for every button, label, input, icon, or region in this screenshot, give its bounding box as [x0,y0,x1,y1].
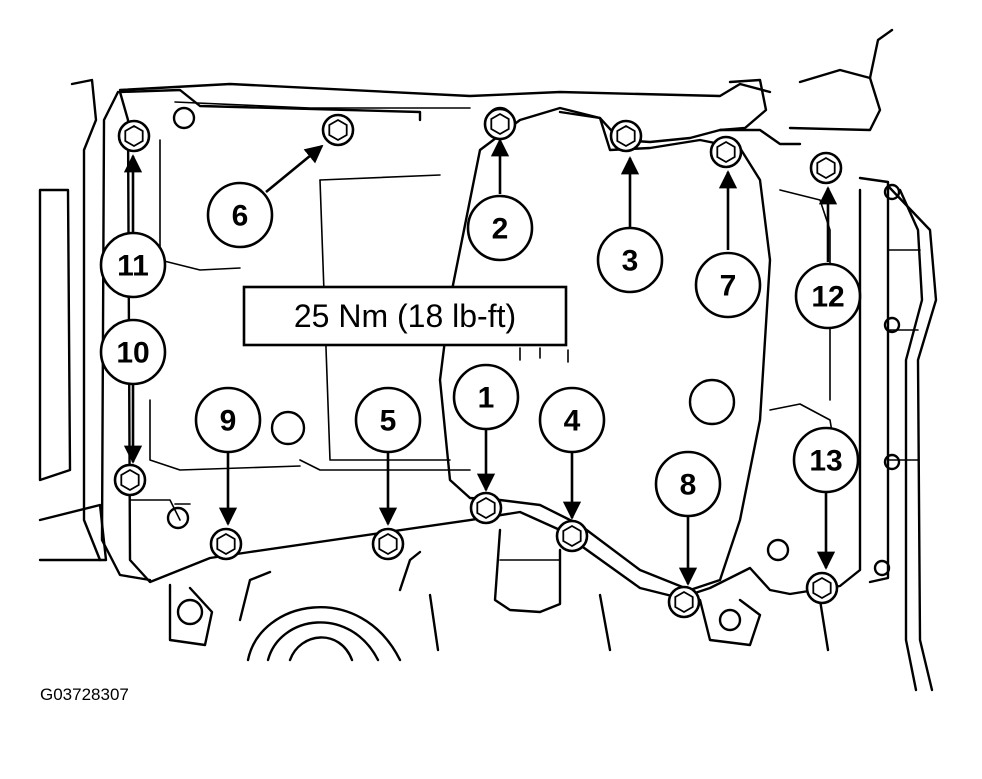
callout-number: 8 [680,469,697,502]
bolt-6 [321,113,355,147]
callout-3: 3 [596,226,664,294]
torque-spec-label: 25 Nm (18 lb-ft) [294,298,516,334]
callout-number: 2 [492,213,509,246]
figure-reference-code: G03728307 [40,685,129,704]
callout-number: 7 [720,270,737,303]
callout-number: 9 [220,405,237,438]
callout-number: 11 [117,250,149,283]
callout-12: 12 [794,262,862,330]
leader-arrows [123,138,838,586]
bolt-1 [469,491,503,525]
callout-8: 8 [654,450,722,518]
bolt-4 [555,519,589,553]
callout-5: 5 [354,386,422,454]
bolt-7 [709,135,743,169]
callout-number: 5 [380,405,397,438]
bolt-3 [609,119,643,153]
callout-number: 12 [811,281,844,314]
callout-10: 10 [99,318,167,386]
callout-number: 1 [478,382,495,415]
torque-spec-box: 25 Nm (18 lb-ft) [242,285,568,347]
bolt-13 [805,571,839,605]
bolt-5 [371,527,405,561]
bolt-11 [117,119,151,153]
callout-9: 9 [194,386,262,454]
bolt-8 [667,585,701,619]
callout-number: 4 [564,405,581,438]
callout-number: 6 [232,200,249,233]
callout-13: 13 [792,426,860,494]
callout-4: 4 [538,386,606,454]
callout-1: 1 [452,363,520,431]
bolt-9 [209,527,243,561]
callout-7: 7 [694,251,762,319]
callout-number: 13 [809,445,842,478]
bolt-12 [809,151,843,185]
engine-line-art [38,28,938,692]
callout-number: 10 [116,337,149,370]
pan-bolts [113,107,843,619]
bolt-10 [113,463,147,497]
callout-2: 2 [466,194,534,262]
callout-number: 3 [622,245,639,278]
arrow-6 [265,144,324,194]
callout-11: 11 [99,231,167,299]
bolt-2 [483,107,517,141]
callout-6: 6 [206,181,274,249]
